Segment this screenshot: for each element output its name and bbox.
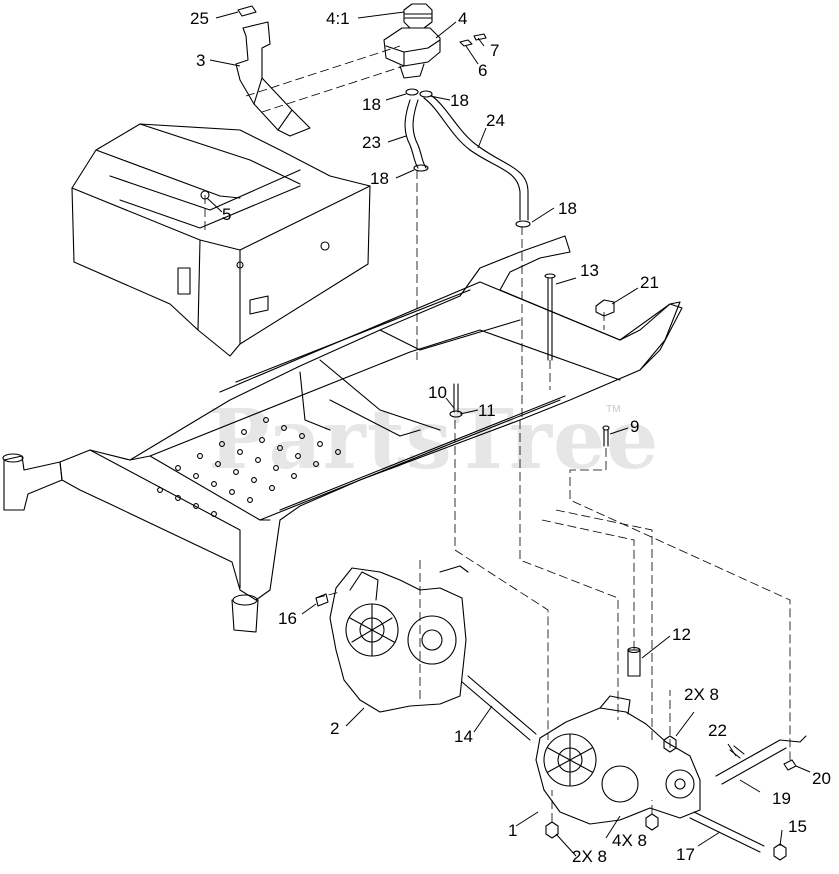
part-12-spacer: [627, 649, 641, 677]
part-8-nut-b: [545, 821, 559, 839]
label-13: 13: [580, 261, 599, 280]
label-15: 15: [788, 817, 807, 836]
label-2x8-a: 2X 8: [684, 685, 719, 704]
label-4: 4: [458, 9, 468, 28]
leader-lines: [206, 11, 811, 857]
label-7: 7: [490, 41, 500, 60]
label-25: 25: [190, 9, 209, 28]
label-5: 5: [222, 205, 232, 224]
label-2x8-b: 2X 8: [572, 847, 607, 866]
label-4-1: 4:1: [326, 9, 350, 28]
label-9: 9: [630, 417, 640, 436]
label-12: 12: [672, 625, 691, 644]
label-24: 24: [486, 111, 505, 130]
seat-mount-frame: [71, 123, 371, 357]
label-2: 2: [330, 719, 340, 738]
label-14: 14: [454, 727, 473, 746]
label-17: 17: [676, 845, 695, 864]
main-chassis-frame: [59, 235, 681, 601]
label-18-b: 18: [450, 91, 469, 110]
part-17-rod: [689, 811, 765, 853]
part-15-nut: [773, 843, 787, 861]
alignment-lines: [204, 45, 791, 822]
part-24-hose: [423, 97, 521, 221]
part-25-clip: [237, 5, 257, 17]
part-20-fastener: [783, 759, 797, 771]
label-18-a: 18: [362, 95, 381, 114]
part-14-axle: [461, 675, 537, 741]
part-6-washer: [459, 39, 473, 47]
label-20: 20: [812, 769, 831, 788]
label-11: 11: [478, 401, 496, 420]
label-23: 23: [362, 133, 381, 152]
label-21: 21: [640, 273, 659, 292]
part-18-clamp: [405, 88, 419, 96]
label-18-d: 18: [558, 199, 577, 218]
part-3-bracket: [235, 21, 311, 137]
part-4-1-cap: [403, 3, 433, 29]
label-22: 22: [708, 721, 727, 740]
label-6: 6: [478, 61, 488, 80]
part-4-reservoir: [383, 27, 441, 67]
part-2-transmission-left: [329, 567, 467, 713]
part-8-nut-c: [645, 813, 659, 831]
front-caster-tube-left: [3, 455, 63, 511]
part-1-transmission-right: [535, 707, 701, 825]
part-22-pin: [729, 745, 745, 759]
part-8-nut-a: [663, 735, 677, 753]
part-16-screw: [315, 593, 329, 607]
part-13-bolt: [547, 277, 553, 361]
floor-pan-holes: [157, 417, 341, 517]
label-19: 19: [772, 789, 791, 808]
label-4x8: 4X 8: [612, 831, 647, 850]
watermark: PartsTree: [208, 392, 660, 488]
label-16: 16: [278, 609, 297, 628]
label-1: 1: [508, 821, 518, 840]
watermark-trademark: TM: [606, 404, 621, 415]
label-3: 3: [196, 51, 206, 70]
seat-mount-slot: [177, 267, 191, 295]
front-caster-tube-right: [231, 599, 259, 633]
part-10-bolt: [453, 383, 459, 413]
part-23-hose: [404, 99, 419, 169]
label-10: 10: [428, 383, 447, 402]
part-9-pin: [603, 429, 609, 447]
label-18-c: 18: [370, 169, 389, 188]
part-7-screw: [473, 33, 487, 41]
part-21-nut: [595, 299, 615, 317]
